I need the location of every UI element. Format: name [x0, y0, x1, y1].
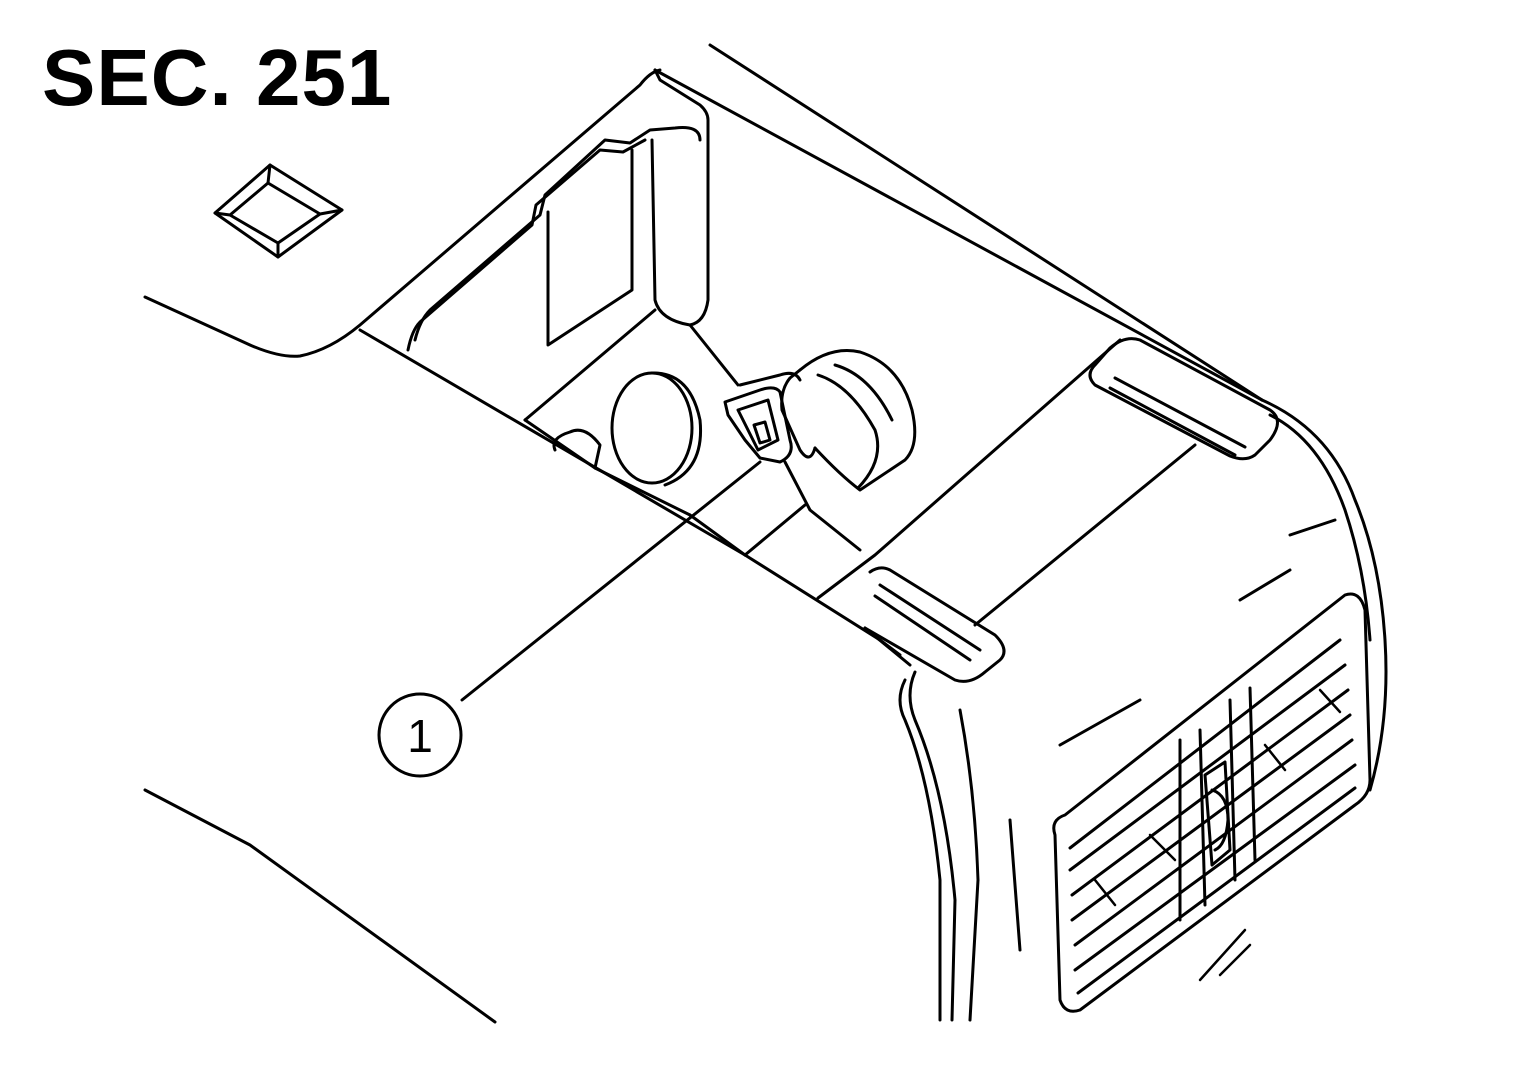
top-clip	[213, 163, 344, 259]
recess-opening	[358, 68, 902, 657]
round-plug	[610, 371, 703, 487]
air-vent	[1052, 592, 1372, 1013]
callout-1: 1	[377, 460, 762, 778]
power-socket	[723, 348, 917, 552]
center-stack	[898, 398, 1388, 1022]
upper-pad	[143, 43, 1264, 402]
panel-face	[688, 337, 1279, 683]
callout-1-number: 1	[407, 710, 433, 762]
section-label: SEC. 251	[42, 33, 393, 122]
lower-panel	[143, 788, 497, 1024]
